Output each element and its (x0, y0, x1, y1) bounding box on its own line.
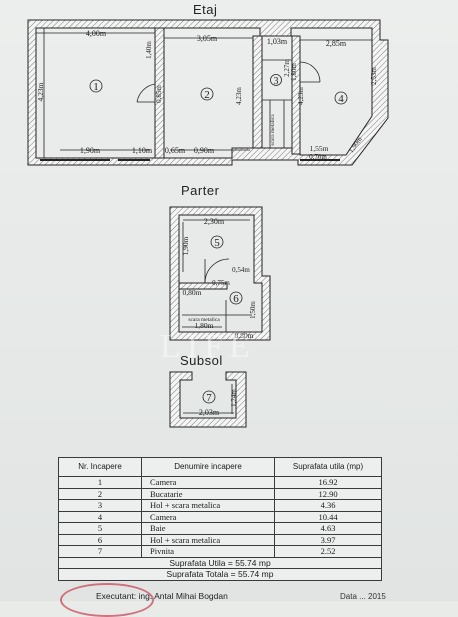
cell-area: 4.63 (274, 522, 382, 535)
dim-parter-2: 1,90m (181, 236, 190, 255)
dim-etaj-1: 4,00m (86, 29, 107, 38)
dim-etaj-10: 1,80m (290, 63, 298, 81)
dim-etaj-12: 2,53m (370, 67, 378, 85)
dim-etaj-5: 2,85m (326, 39, 347, 48)
header-area: Suprafata utila (mp) (274, 457, 382, 477)
cell-name: Pivnita (141, 545, 275, 558)
cell-nr: 3 (58, 499, 142, 512)
cell-area: 2.52 (274, 545, 382, 558)
table-total-row: Suprafata Totala = 55.74 mp (58, 568, 382, 581)
cell-nr: 5 (58, 522, 142, 535)
section-title-subsol: Subsol (180, 353, 223, 368)
suprafata-totala: Suprafata Totala = 55.74 mp (58, 568, 382, 581)
dim-subsol-2: 2,03m (199, 408, 220, 417)
dim-etaj-3: 3,05m (197, 34, 218, 43)
dim-etaj-6: 4,23m (36, 82, 45, 101)
author-line: Executant: ing. Antal Mihai Bogdan (96, 591, 228, 601)
floor-plans-drawing: 1 2 3 4 4,00m 1,40m 3,05m 1,03m 2,85m 4,… (27, 19, 389, 428)
dim-etaj-4: 1,03m (267, 37, 288, 46)
dim-etaj-13: 1,90m (80, 146, 101, 155)
etaj-room-4: 4 (338, 93, 344, 105)
suprafata-utila: Suprafata Utila = 55.74 mp (58, 556, 382, 569)
cell-area: 10.44 (274, 510, 382, 523)
etaj-room-1: 1 (93, 81, 99, 93)
cell-area: 16.92 (274, 476, 382, 489)
cell-area: 3.97 (274, 533, 382, 546)
dim-etaj-17: 1,55m (310, 144, 329, 153)
stair-label-parter: scara metalica (188, 317, 220, 323)
header-name: Denumire incapere (141, 457, 275, 477)
cell-name: Baie (141, 522, 275, 535)
dim-subsol-1: 1,24m (230, 389, 238, 407)
header-nr: Nr. Incapere (58, 457, 142, 477)
etaj-room-3: 3 (274, 76, 279, 87)
dim-parter-6: 1,80m (195, 321, 214, 330)
dim-etaj-7: 0,85m (155, 85, 163, 103)
stair-label-etaj: scara metalica (270, 114, 276, 146)
parter-room-6: 6 (233, 293, 239, 305)
watermark-logo: LIFE (160, 328, 256, 365)
date-fragment: Data ... 2015 (340, 592, 386, 601)
dim-etaj-11: 4,23m (297, 87, 305, 105)
etaj-room-2: 2 (204, 89, 210, 101)
dim-parter-5: 0,80m (183, 288, 202, 297)
dim-parter-3: 0,54m (232, 266, 250, 274)
subsol-room-7: 7 (206, 392, 212, 404)
dim-etaj-15: 0,65m (165, 146, 186, 155)
room-area-table: Nr. Incapere Denumire incapere Suprafata… (58, 457, 382, 581)
parter-plan (169, 206, 271, 341)
cell-name: Hol + scara metalica (141, 499, 275, 512)
cell-area: 12.90 (274, 487, 382, 500)
subsol-plan (169, 371, 247, 428)
table-header-row: Nr. Incapere Denumire incapere Suprafata… (58, 457, 382, 477)
parter-room-5: 5 (214, 237, 220, 249)
etaj-details (36, 28, 372, 161)
dim-etaj-2: 1,40m (145, 41, 153, 59)
section-title-etaj: Etaj (193, 2, 218, 17)
cell-nr: 7 (58, 545, 142, 558)
dim-etaj-14: 1,10m (132, 146, 153, 155)
section-title-parter: Parter (181, 183, 220, 198)
dim-parter-4: 0,75m (212, 279, 230, 287)
dim-etaj-9: 2,27m (283, 59, 291, 77)
cell-nr: 6 (58, 533, 142, 546)
cell-name: Hol + scara metalica (141, 533, 275, 546)
table-total-row: Suprafata Utila = 55.74 mp (58, 556, 382, 569)
cell-name: Bucatarie (141, 487, 275, 500)
dim-etaj-16: 0,90m (194, 146, 215, 155)
cell-nr: 4 (58, 510, 142, 523)
dim-etaj-8: 4,23m (235, 87, 243, 105)
cell-nr: 1 (58, 476, 142, 489)
dim-parter-1: 2,30m (204, 217, 225, 226)
dim-parter-8: 0,80m (235, 331, 254, 340)
cell-area: 4.36 (274, 499, 382, 512)
cell-name: Camera (141, 476, 275, 489)
cell-nr: 2 (58, 487, 142, 500)
cell-name: Camera (141, 510, 275, 523)
dim-etaj-18: 0,70m (309, 153, 327, 161)
dim-parter-7: 1,50m (249, 301, 257, 319)
